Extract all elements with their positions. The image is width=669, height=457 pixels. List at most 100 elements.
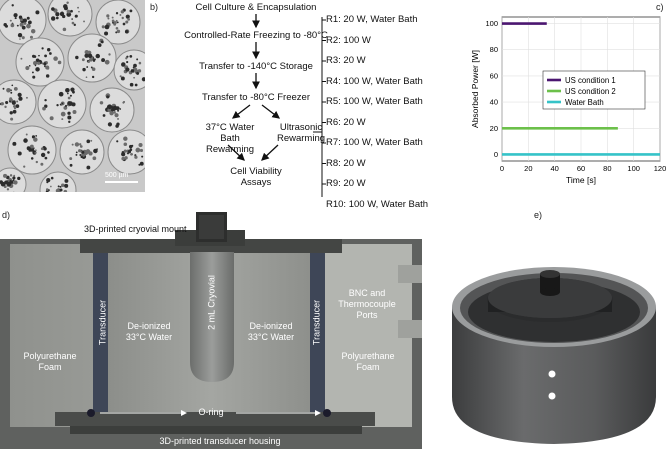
cell — [12, 142, 16, 146]
cell — [67, 93, 69, 95]
cell — [75, 142, 79, 146]
cell — [114, 113, 118, 117]
x-tick-label: 0 — [500, 164, 504, 173]
cell — [70, 95, 72, 97]
cell — [139, 62, 142, 65]
cell — [116, 106, 120, 110]
flow-step-freezing: Controlled-Rate Freezing to -80°C — [165, 30, 347, 41]
cell — [64, 6, 68, 10]
cell — [6, 88, 11, 93]
cell — [116, 140, 118, 142]
cell — [14, 87, 18, 91]
cell — [14, 107, 16, 109]
cell — [109, 111, 113, 115]
cell — [51, 16, 55, 20]
cell — [10, 180, 12, 182]
cell — [105, 25, 110, 30]
cell — [44, 54, 47, 57]
bnc-port — [398, 265, 422, 283]
run-item: R4: 100 W, Water Bath — [326, 72, 428, 93]
o-ring-right — [323, 409, 331, 417]
cell — [60, 186, 62, 188]
ports-label: BNC and Thermocouple Ports — [336, 288, 398, 321]
cell — [59, 92, 64, 97]
legend-label: US condition 2 — [565, 87, 616, 96]
cell — [86, 66, 88, 68]
cell — [35, 65, 37, 67]
cell — [107, 17, 109, 19]
cell — [116, 27, 119, 30]
cell — [64, 184, 68, 188]
x-tick-label: 20 — [524, 164, 532, 173]
cell — [35, 135, 37, 137]
housing-label: 3D-printed transducer housing — [120, 436, 320, 447]
cell — [82, 68, 85, 71]
cell — [18, 97, 22, 101]
y-tick-label: 0 — [494, 150, 498, 159]
cell — [68, 121, 70, 123]
cell — [43, 147, 47, 151]
cell — [41, 47, 43, 49]
cell — [123, 137, 127, 141]
cell — [22, 36, 25, 39]
cell — [101, 40, 104, 43]
port-hole-upper — [549, 371, 556, 378]
cell — [50, 116, 54, 120]
cell — [71, 18, 73, 20]
cell — [88, 54, 93, 59]
cell — [121, 157, 125, 161]
flow-arrow — [262, 105, 279, 118]
transducer-housing — [70, 426, 362, 434]
cell — [23, 19, 27, 23]
cell — [65, 105, 67, 107]
cell — [10, 20, 12, 22]
cell — [96, 148, 98, 150]
cell — [73, 110, 77, 114]
cell — [82, 58, 85, 61]
cryovial-label: 2 mL Cryovial — [207, 261, 218, 345]
cell — [11, 99, 13, 101]
cell — [122, 17, 124, 19]
cell — [35, 10, 39, 14]
cell — [135, 148, 140, 153]
cell — [86, 76, 88, 78]
cell — [126, 56, 128, 58]
flow-branch-ultrasonic: Ultrasonic Rewarming — [268, 122, 334, 144]
cell — [89, 58, 93, 62]
cell — [75, 154, 77, 156]
cell — [117, 30, 120, 33]
cell — [100, 101, 103, 104]
cell — [130, 83, 134, 87]
cell — [36, 161, 38, 163]
cell — [23, 165, 25, 167]
cell — [69, 157, 72, 160]
cell — [111, 109, 113, 111]
cell — [46, 178, 50, 182]
run-item: R1: 20 W, Water Bath — [326, 10, 428, 31]
flow-arrow — [233, 105, 250, 118]
o-ring-label: O-ring — [189, 407, 233, 418]
cell — [83, 20, 85, 22]
cell — [51, 177, 54, 180]
cell — [96, 54, 100, 58]
flow-step-freezer: Transfer to -80°C Freezer — [185, 92, 327, 103]
cell — [113, 111, 116, 114]
y-tick-label: 100 — [485, 19, 498, 28]
cell — [10, 118, 13, 121]
cell — [117, 118, 119, 120]
x-tick-label: 80 — [603, 164, 611, 173]
cell — [17, 177, 20, 180]
cell — [62, 103, 64, 105]
cell — [47, 151, 50, 154]
cell — [35, 67, 39, 71]
cell — [45, 157, 48, 160]
cell — [86, 166, 90, 170]
cell — [38, 55, 40, 57]
y-tick-label: 20 — [490, 124, 498, 133]
cell — [130, 9, 133, 12]
cell — [112, 17, 114, 19]
cell — [63, 28, 67, 32]
cell — [58, 185, 60, 187]
cell — [25, 66, 29, 70]
